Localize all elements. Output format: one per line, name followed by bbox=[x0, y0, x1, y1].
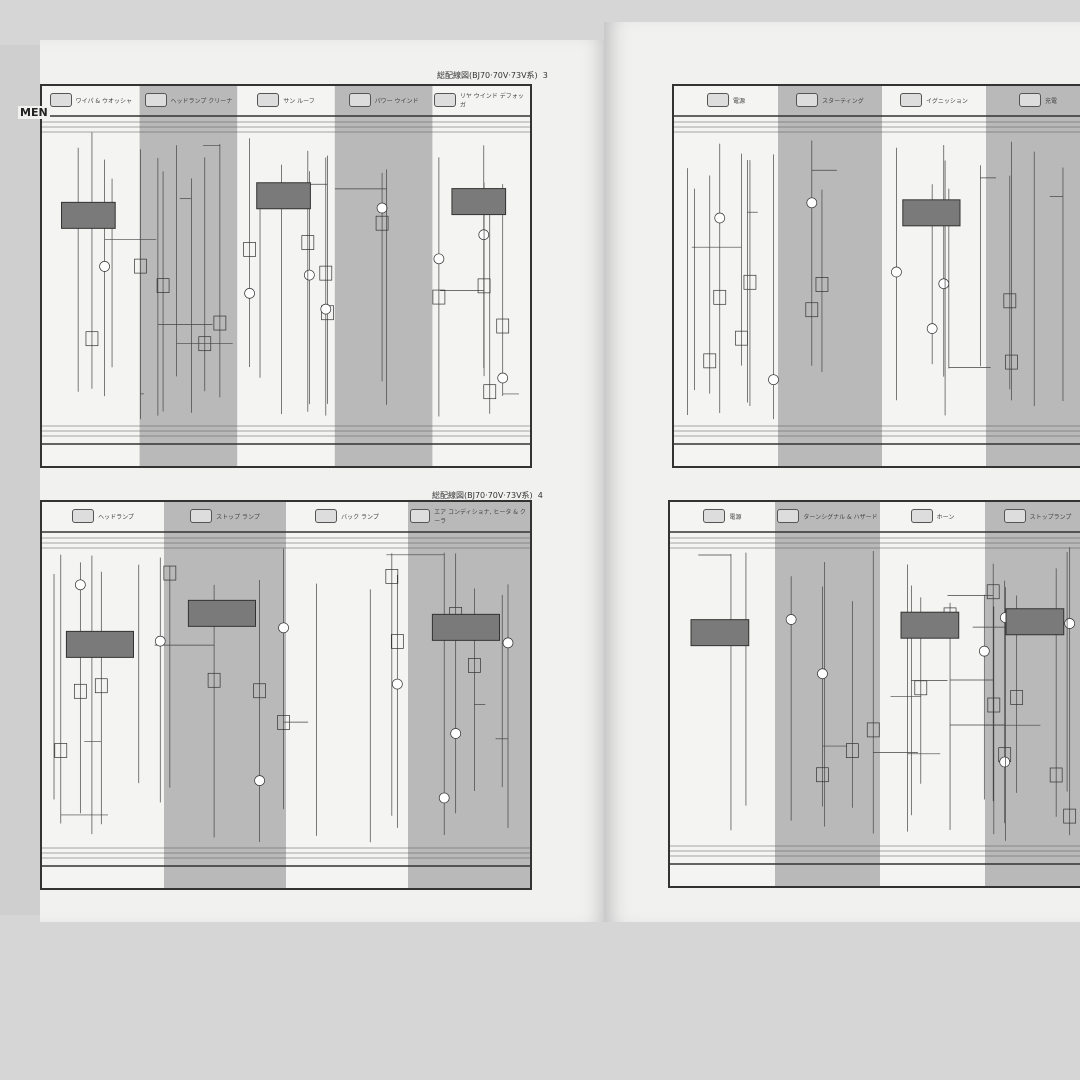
section-label: イグニッション bbox=[926, 97, 968, 105]
section-header: スターティング bbox=[778, 86, 882, 114]
component-icon bbox=[72, 509, 95, 523]
component-icon bbox=[900, 93, 923, 107]
section-header: ヘッドランプ クリーナ bbox=[140, 86, 238, 114]
shaded-column bbox=[334, 86, 433, 466]
section-label: リヤ ウインド デフォッガ bbox=[459, 93, 524, 109]
section-header: ヘッドランプ bbox=[42, 502, 164, 530]
shaded-column bbox=[985, 502, 1080, 886]
component-icon bbox=[257, 93, 280, 107]
section-label: 充電 bbox=[1044, 97, 1057, 105]
section-label: ワイパ & ウオッシャ bbox=[75, 97, 132, 105]
diagram-lines bbox=[42, 86, 530, 466]
title-text: 総配線図(BJ70·70V·73V系) bbox=[432, 491, 533, 500]
section-label: ヘッドランプ クリーナ bbox=[170, 97, 233, 105]
section-header: ストップランプ bbox=[985, 502, 1080, 530]
component-icon bbox=[190, 509, 213, 523]
component-icon bbox=[706, 93, 729, 107]
section-header: ターンシグナル & ハザード bbox=[775, 502, 880, 530]
section-header: イグニッション bbox=[882, 86, 986, 114]
section-header: バック ランプ bbox=[286, 502, 408, 530]
section-label: エア コンディショナ, ヒータ & クーラ bbox=[434, 509, 526, 525]
component-icon bbox=[144, 93, 167, 107]
wiring-diagram-right-bottom: 電源 ターンシグナル & ハザード ホーン ストップランプ bbox=[668, 500, 1080, 888]
section-label: 電源 bbox=[732, 97, 745, 105]
diagram-lines bbox=[42, 502, 530, 888]
component-icon bbox=[1018, 93, 1041, 107]
section-header: 充電 bbox=[986, 86, 1080, 114]
section-header: パワー ウインド bbox=[335, 86, 433, 114]
section-label: バック ランプ bbox=[341, 513, 379, 521]
page-number: 3 bbox=[542, 71, 548, 80]
component-icon bbox=[796, 93, 819, 107]
component-icon bbox=[434, 93, 456, 107]
cut-page-label: MEN bbox=[18, 106, 50, 119]
wiring-diagram-page4-left: ヘッドランプ ストップ ランプ バック ランプ エア コンディショナ, ヒータ & ク… bbox=[40, 500, 532, 890]
page-number: 4 bbox=[537, 491, 543, 500]
component-icon bbox=[49, 93, 72, 107]
shaded-column bbox=[775, 502, 880, 886]
section-label: パワー ウインド bbox=[374, 97, 419, 105]
diagram-lines bbox=[670, 502, 1080, 886]
section-label: ホーン bbox=[936, 513, 955, 521]
component-icon bbox=[315, 509, 338, 523]
section-header: ストップ ランプ bbox=[164, 502, 286, 530]
shaded-column bbox=[139, 86, 238, 466]
section-label: スターティング bbox=[822, 97, 864, 105]
component-icon bbox=[410, 509, 431, 523]
section-label: ストップ ランプ bbox=[216, 513, 260, 521]
top-left-title: 総配線図(BJ70·70V·73V系) 3 bbox=[437, 70, 548, 81]
section-label: ストップランプ bbox=[1029, 513, 1072, 521]
section-header: サン ルーフ bbox=[237, 86, 335, 114]
underlying-page-edge bbox=[0, 45, 45, 915]
section-label: 電源 bbox=[729, 513, 742, 521]
wiring-diagram-right-top: 電源 スターティング イグニッション 充電 bbox=[672, 84, 1080, 468]
section-header: ワイパ & ウオッシャ bbox=[42, 86, 140, 114]
section-label: サン ルーフ bbox=[283, 97, 315, 105]
shaded-column bbox=[408, 502, 530, 888]
section-header: 電源 bbox=[670, 502, 775, 530]
section-label: ヘッドランプ bbox=[98, 513, 134, 521]
shaded-column bbox=[164, 502, 286, 888]
bottom-left-title: 総配線図(BJ70·70V·73V系) 4 bbox=[432, 490, 543, 501]
section-header: エア コンディショナ, ヒータ & クーラ bbox=[408, 502, 530, 530]
component-icon bbox=[1003, 509, 1026, 523]
diagram-lines bbox=[674, 86, 1080, 466]
wiring-diagram-page3-left: ワイパ & ウオッシャ ヘッドランプ クリーナ サン ルーフ パワー ウインド リヤ ウ… bbox=[40, 84, 532, 468]
section-label: ターンシグナル & ハザード bbox=[803, 513, 878, 521]
section-header: リヤ ウインド デフォッガ bbox=[432, 86, 530, 114]
title-text: 総配線図(BJ70·70V·73V系) bbox=[437, 71, 538, 80]
shaded-column bbox=[778, 86, 882, 466]
component-icon bbox=[703, 509, 726, 523]
shaded-column bbox=[986, 86, 1080, 466]
component-icon bbox=[348, 93, 371, 107]
section-header: 電源 bbox=[674, 86, 778, 114]
section-header: ホーン bbox=[880, 502, 985, 530]
component-icon bbox=[910, 509, 933, 523]
component-icon bbox=[777, 509, 800, 523]
